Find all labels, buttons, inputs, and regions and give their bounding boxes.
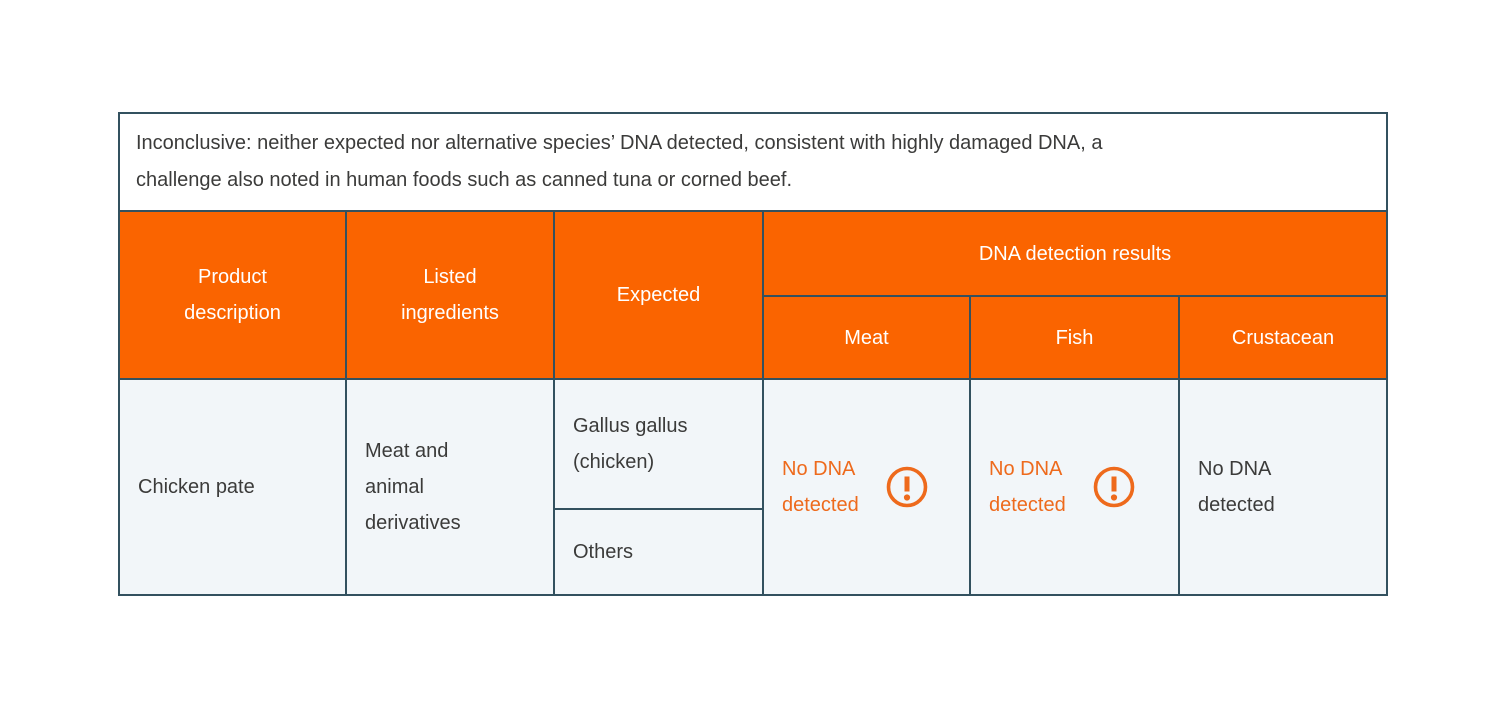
- fish-result-text: No DNA detected: [989, 458, 1066, 516]
- header-meat-label: Meat: [844, 326, 889, 349]
- header-expected: Expected: [553, 210, 764, 380]
- meat-result: No DNA detected: [782, 451, 949, 523]
- cell-product-description: Chicken pate: [118, 378, 347, 596]
- crustacean-result: No DNA detected: [1198, 451, 1366, 523]
- header-meat: Meat: [762, 295, 971, 380]
- dna-results-table: Inconclusive: neither expected nor alter…: [117, 112, 1389, 596]
- cell-result-meat: No DNA detected: [762, 378, 971, 596]
- listed-ingredients-value: Meat and animal derivatives: [365, 440, 461, 534]
- meat-result-text: No DNA detected: [782, 458, 859, 516]
- header-dna-detection-results: DNA detection results: [761, 210, 1389, 297]
- header-crustacean-label: Crustacean: [1231, 326, 1335, 349]
- header-row-sub: Meat Fish Crustacean: [119, 295, 1389, 380]
- header-fish: Fish: [969, 295, 1180, 380]
- expected-primary-value: Gallus gallus (chicken): [573, 415, 688, 473]
- header-expected-label: Expected: [616, 284, 701, 306]
- header-listed-ingredients: Listed ingredients: [345, 210, 555, 380]
- product-description-value: Chicken pate: [138, 476, 255, 498]
- warning-icon: [1093, 466, 1135, 508]
- header-product-description: Product description: [118, 210, 347, 380]
- note-row: Inconclusive: neither expected nor alter…: [117, 112, 1389, 212]
- warning-icon: [886, 466, 928, 508]
- header-row-top: Product description Listed ingredients E…: [118, 210, 1389, 380]
- inconclusive-note-cell: Inconclusive: neither expected nor alter…: [117, 112, 1389, 212]
- header-crustacean: Crustacean: [1177, 295, 1389, 380]
- cell-result-crustacean: No DNA detected: [1177, 378, 1389, 596]
- cell-result-fish: No DNA detected: [969, 378, 1180, 596]
- report-section: Inconclusive: neither expected nor alter…: [117, 112, 1389, 596]
- header-product-description-label: Product description: [184, 266, 281, 324]
- header-fish-label: Fish: [1055, 326, 1094, 349]
- header-listed-ingredients-label: Listed ingredients: [401, 266, 499, 324]
- cell-listed-ingredients: Meat and animal derivatives: [345, 378, 555, 596]
- cell-expected-secondary: Others: [553, 508, 764, 596]
- expected-secondary-value: Others: [573, 541, 634, 563]
- cell-expected-primary: Gallus gallus (chicken): [553, 378, 764, 510]
- data-row-expected-others: Others: [119, 508, 1387, 596]
- fish-result: No DNA detected: [989, 451, 1158, 523]
- header-dna-detection-results-label: DNA detection results: [978, 242, 1172, 265]
- data-row-chicken-pate: Chicken pate Meat and animal derivatives…: [118, 378, 1389, 596]
- inconclusive-note-text: Inconclusive: neither expected nor alter…: [136, 132, 1103, 191]
- crustacean-result-text: No DNA detected: [1198, 458, 1275, 516]
